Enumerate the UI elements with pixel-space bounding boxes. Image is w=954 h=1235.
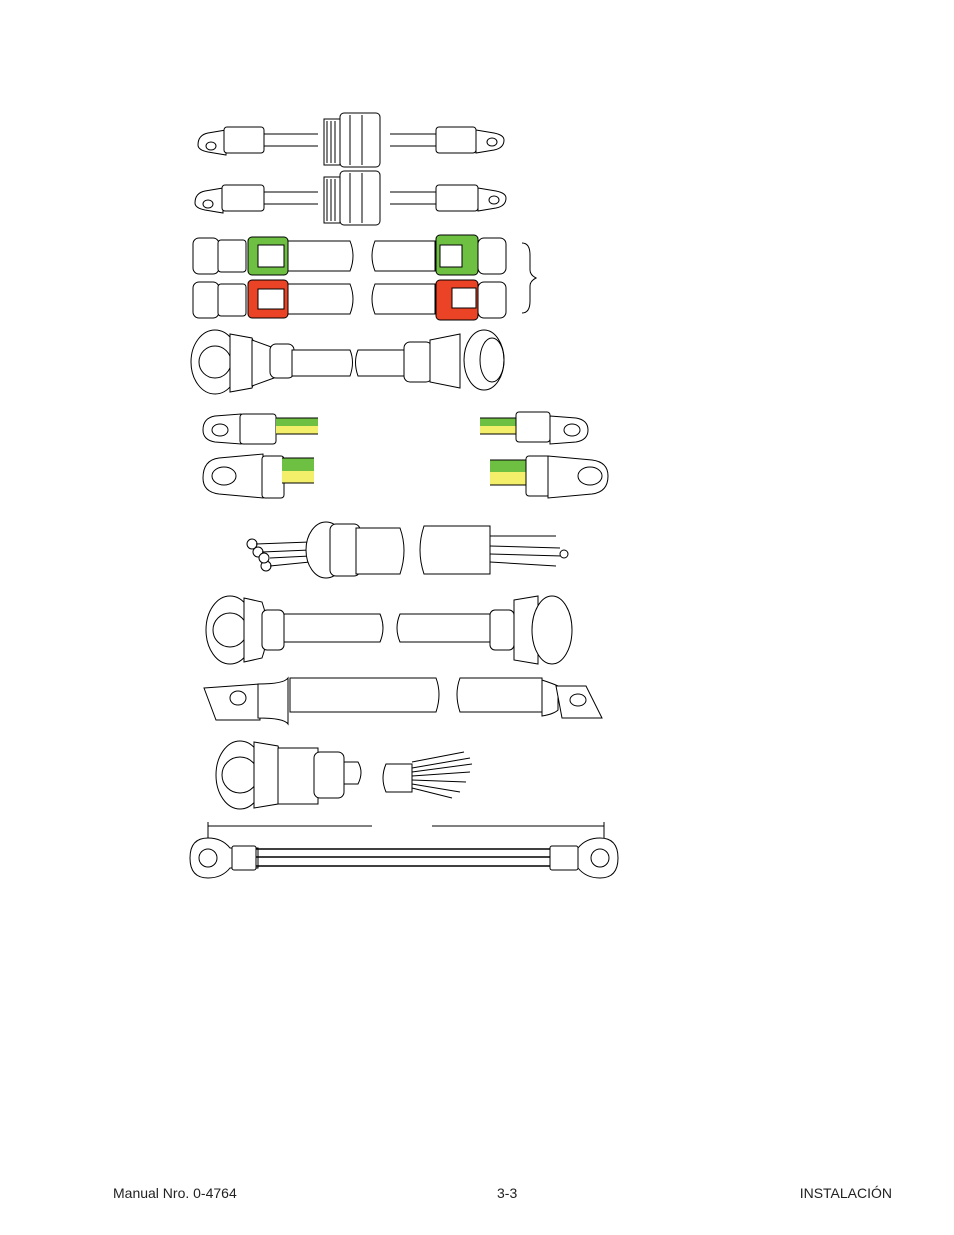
cable-connector-open-end xyxy=(216,741,472,809)
lead-ring-lug-row-1 xyxy=(198,113,504,167)
multi-conductor-cable xyxy=(247,522,568,578)
page-number: 3-3 xyxy=(497,1185,517,1201)
control-cable-large-circular xyxy=(206,596,572,664)
manual-number: Manual Nro. 0-4764 xyxy=(113,1185,237,1201)
jumper-cable-ring-terminals xyxy=(190,822,618,878)
section-title: INSTALACIÓN xyxy=(800,1185,892,1201)
ground-wire-large-lugs xyxy=(203,454,608,498)
lead-ring-lug-row-2 xyxy=(195,171,506,225)
gas-hose-green xyxy=(193,235,506,275)
ground-wire-small-lugs xyxy=(203,412,588,444)
power-cable-flat-lugs xyxy=(204,678,602,724)
control-cable-circular xyxy=(191,330,504,394)
